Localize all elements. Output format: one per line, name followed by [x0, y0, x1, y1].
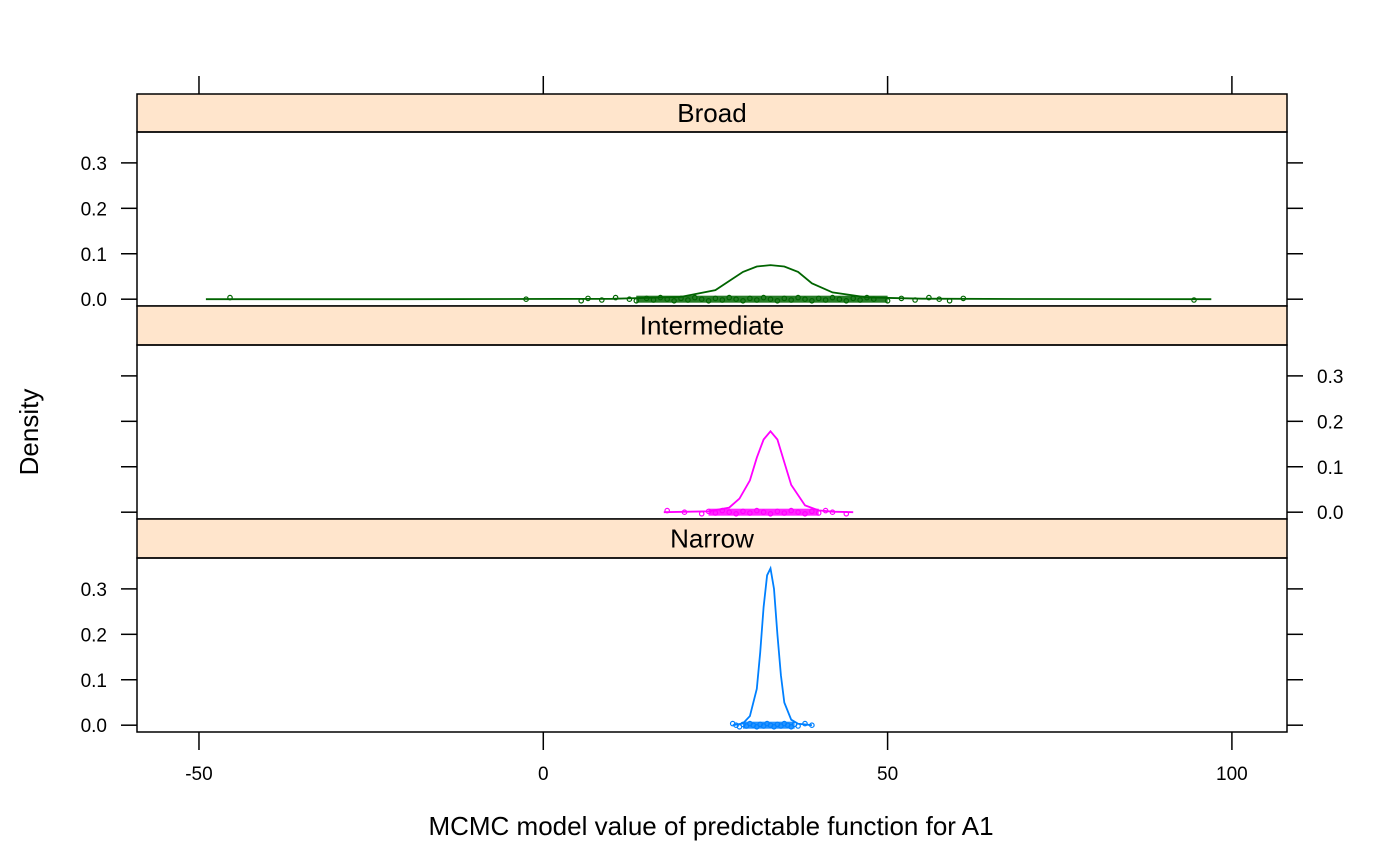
y-tick-label-1: 0.1 — [1317, 458, 1343, 479]
strip-label-intermediate: Intermediate — [640, 311, 785, 341]
data-point — [598, 297, 605, 303]
data-point — [681, 509, 688, 516]
plot-frame-broad — [136, 131, 1288, 307]
data-point — [912, 297, 918, 303]
y-tick-label-0: 0.0 — [81, 716, 107, 737]
data-point — [898, 295, 905, 302]
y-tick-label-3: 0.3 — [81, 580, 107, 601]
strip-label-broad: Broad — [677, 98, 746, 128]
plot-frame-narrow — [136, 557, 1288, 733]
x-axis-title: MCMC model value of predictable function… — [428, 811, 993, 841]
data-point — [227, 294, 233, 301]
x-tick-label-0: -50 — [185, 764, 212, 785]
strip-broad — [136, 93, 1288, 133]
panel-intermediate: Intermediate 0.0 0.1 0.2 0.3 — [121, 305, 1343, 524]
data-point — [802, 720, 808, 727]
point-band-narrow — [742, 721, 795, 729]
y-tick-label-0: 0.0 — [81, 290, 107, 311]
data-point — [822, 507, 829, 514]
y-tick-label-2: 0.2 — [81, 625, 107, 646]
data-point — [809, 722, 815, 729]
data-point — [960, 295, 967, 302]
data-point — [926, 294, 932, 301]
x-tick-label-3: 100 — [1216, 764, 1248, 785]
data-point — [829, 509, 836, 516]
data-point — [626, 296, 633, 303]
density-line-narrow — [732, 565, 812, 727]
data-point — [664, 507, 671, 514]
y-tick-label-1: 0.1 — [81, 245, 107, 266]
panel-narrow: Narrow 0.0 0.1 0.2 0.3 — [81, 518, 1303, 737]
data-point — [946, 297, 953, 304]
data-point — [698, 510, 705, 517]
x-tick-label-2: 50 — [877, 764, 898, 785]
y-axis-title: Density — [14, 389, 44, 476]
data-point — [612, 294, 619, 301]
strip-label-narrow: Narrow — [670, 524, 754, 554]
y-tick-label-2: 0.2 — [1317, 412, 1343, 433]
y-tick-label-3: 0.3 — [81, 154, 107, 175]
y-tick-label-1: 0.1 — [81, 671, 107, 692]
density-line-broad — [205, 264, 1212, 301]
data-point — [578, 297, 585, 304]
data-point — [523, 296, 529, 303]
data-point — [936, 296, 943, 303]
data-point — [843, 510, 850, 517]
x-tick-label-1: 0 — [538, 764, 549, 785]
y-tick-label-2: 0.2 — [81, 199, 107, 220]
y-tick-label-0: 0.0 — [1317, 503, 1343, 524]
y-tick-label-3: 0.3 — [1317, 367, 1343, 388]
strip-intermediate — [136, 305, 1288, 346]
data-point — [585, 295, 591, 302]
plot-frame-intermediate — [136, 344, 1288, 520]
panel-broad: Broad 0.0 0.1 0.2 0.3 — [81, 93, 1303, 311]
point-band-intermediate — [708, 508, 819, 516]
density-line-intermediate — [663, 429, 854, 514]
strip-narrow — [136, 518, 1288, 559]
data-point — [1191, 297, 1197, 303]
point-band-broad — [636, 295, 888, 303]
data-point — [795, 723, 801, 729]
